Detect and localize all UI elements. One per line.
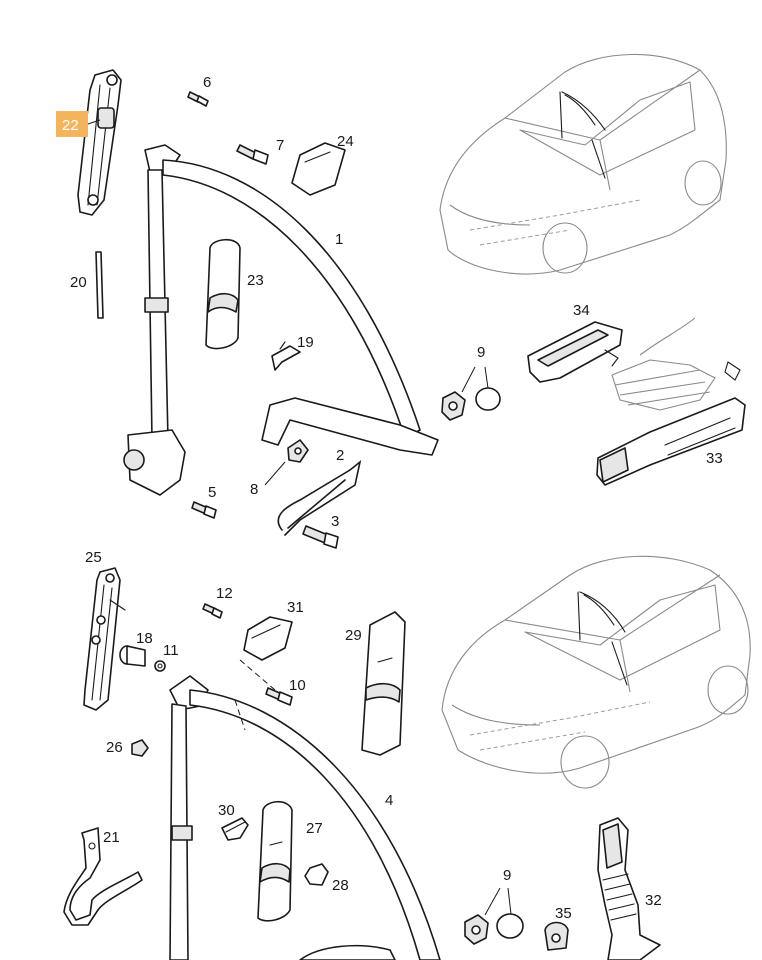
callout-5[interactable]: 5: [208, 484, 216, 501]
part-7-bolt[interactable]: [236, 144, 269, 165]
callout-22-highlight: [56, 111, 88, 137]
callout-24[interactable]: 24: [337, 133, 354, 150]
part-26-nut[interactable]: [131, 739, 149, 757]
callout-8[interactable]: 8: [250, 481, 258, 498]
callout-11[interactable]: 11: [163, 642, 179, 659]
part-11-washer[interactable]: [154, 660, 166, 672]
part-30-clip[interactable]: [221, 817, 249, 841]
callout-33[interactable]: 33: [706, 450, 723, 467]
part-28-cap[interactable]: [304, 863, 329, 886]
callout-32[interactable]: 32: [645, 892, 662, 909]
callout-9-bottom[interactable]: 9: [503, 867, 511, 884]
part-12-screw[interactable]: [202, 603, 223, 619]
part-23-trim-cover[interactable]: [205, 238, 241, 350]
callout-7[interactable]: 7: [276, 137, 284, 154]
part-24-cover[interactable]: [291, 142, 346, 196]
callout-29[interactable]: 29: [345, 627, 362, 644]
part-6-screw[interactable]: [187, 91, 209, 107]
part-25-height-adjuster[interactable]: [83, 567, 126, 711]
callout-1[interactable]: 1: [335, 231, 343, 248]
callout-35[interactable]: 35: [555, 905, 572, 922]
callout-25[interactable]: 25: [85, 549, 102, 566]
callout-4[interactable]: 4: [385, 792, 393, 809]
callout-2[interactable]: 2: [336, 447, 344, 464]
callout-28[interactable]: 28: [332, 877, 349, 894]
callout-3[interactable]: 3: [331, 513, 339, 530]
part-18-bushing[interactable]: [119, 645, 146, 667]
callout-34[interactable]: 34: [573, 302, 590, 319]
part-33-connector[interactable]: [596, 397, 746, 486]
part-32-buckle[interactable]: [597, 817, 661, 960]
callout-12[interactable]: 12: [216, 585, 233, 602]
callout-9-top[interactable]: 9: [477, 344, 485, 361]
callout-21[interactable]: 21: [103, 829, 120, 846]
callout-20[interactable]: 20: [70, 274, 87, 291]
callout-23[interactable]: 23: [247, 272, 264, 289]
part-31-cover[interactable]: [243, 616, 293, 661]
part-35-clip[interactable]: [544, 921, 569, 951]
vehicle-illustration-top: [439, 53, 727, 275]
part-5-bolt[interactable]: [191, 501, 217, 519]
part-10-bolt[interactable]: [239, 659, 293, 706]
wiring-harness: [611, 317, 741, 411]
part-9-nut-and-cap-top[interactable]: [441, 366, 501, 421]
callout-27[interactable]: 27: [306, 820, 323, 837]
part-22-height-adjuster[interactable]: [77, 69, 122, 216]
callout-10[interactable]: 10: [289, 677, 306, 694]
callout-22[interactable]: 22: [62, 117, 79, 134]
part-9-nut-and-cap-bottom[interactable]: [464, 887, 524, 945]
callout-6[interactable]: 6: [203, 74, 211, 91]
part-3-bolt[interactable]: [302, 525, 339, 549]
part-2-wire-bracket[interactable]: [277, 459, 362, 536]
part-8-washer[interactable]: [264, 439, 309, 486]
callout-19[interactable]: 19: [297, 334, 314, 351]
part-1-seat-belt[interactable]: [123, 144, 439, 496]
vehicle-illustration-bottom: [441, 555, 751, 789]
part-19-clip[interactable]: [271, 341, 301, 371]
part-21-bracket[interactable]: [63, 827, 143, 926]
callout-30[interactable]: 30: [218, 802, 235, 819]
part-20-trim-strip[interactable]: [95, 251, 104, 319]
part-34-buckle-housing[interactable]: [527, 321, 623, 383]
callout-31[interactable]: 31: [287, 599, 304, 616]
callout-26[interactable]: 26: [106, 739, 123, 756]
part-29-pillar-trim[interactable]: [361, 611, 406, 756]
part-27-trim-cover[interactable]: [257, 800, 293, 922]
part-4-seat-belt[interactable]: [169, 675, 441, 960]
callout-18[interactable]: 18: [136, 630, 153, 647]
